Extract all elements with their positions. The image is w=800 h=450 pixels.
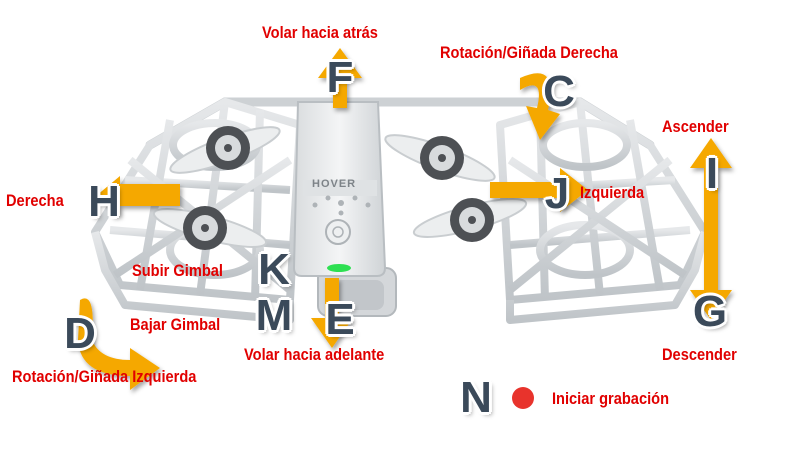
label-ascender: Ascender: [662, 117, 729, 136]
key-g: G: [692, 287, 728, 336]
drone-image: [91, 97, 709, 324]
arrow-icon: [78, 298, 160, 390]
label-izquierda: Izquierda: [580, 183, 645, 202]
key-h: H: [88, 177, 120, 226]
key-f: F: [326, 53, 354, 102]
label-iniciar-grabacion: Iniciar grabación: [552, 389, 670, 408]
key-m: M: [255, 291, 293, 340]
label-bajar-gimbal: Bajar Gimbal: [130, 315, 221, 334]
label-rotacion-izquierda: Rotación/Giñada Izquierda: [12, 367, 197, 386]
key-e: E: [325, 295, 355, 344]
label-derecha: Derecha: [6, 191, 64, 210]
key-j: J: [544, 169, 570, 218]
key-c: C: [543, 67, 575, 116]
arrow-icon: [311, 278, 353, 348]
arrow-icon: [96, 176, 180, 216]
label-rotacion-derecha: Rotación/Giñada Derecha: [440, 43, 618, 62]
key-i: I: [705, 149, 719, 198]
arrow-icon: [490, 168, 588, 212]
label-volar-hacia-adelante: Volar hacia adelante: [244, 345, 385, 364]
key-k: K: [258, 245, 290, 294]
arrow-icon: [690, 138, 732, 320]
label-descender: Descender: [662, 345, 737, 364]
key-d: D: [64, 309, 96, 358]
arrows: [78, 48, 732, 390]
drone-brand-text: HOVER: [312, 178, 357, 190]
label-volar-hacia-atras: Volar hacia atrás: [262, 23, 378, 42]
arrow-icon: [520, 73, 560, 140]
key-n: N: [460, 373, 492, 422]
arrow-icon: [318, 48, 362, 108]
label-subir-gimbal: Subir Gimbal: [132, 261, 223, 280]
record-dot-icon: [512, 387, 534, 409]
